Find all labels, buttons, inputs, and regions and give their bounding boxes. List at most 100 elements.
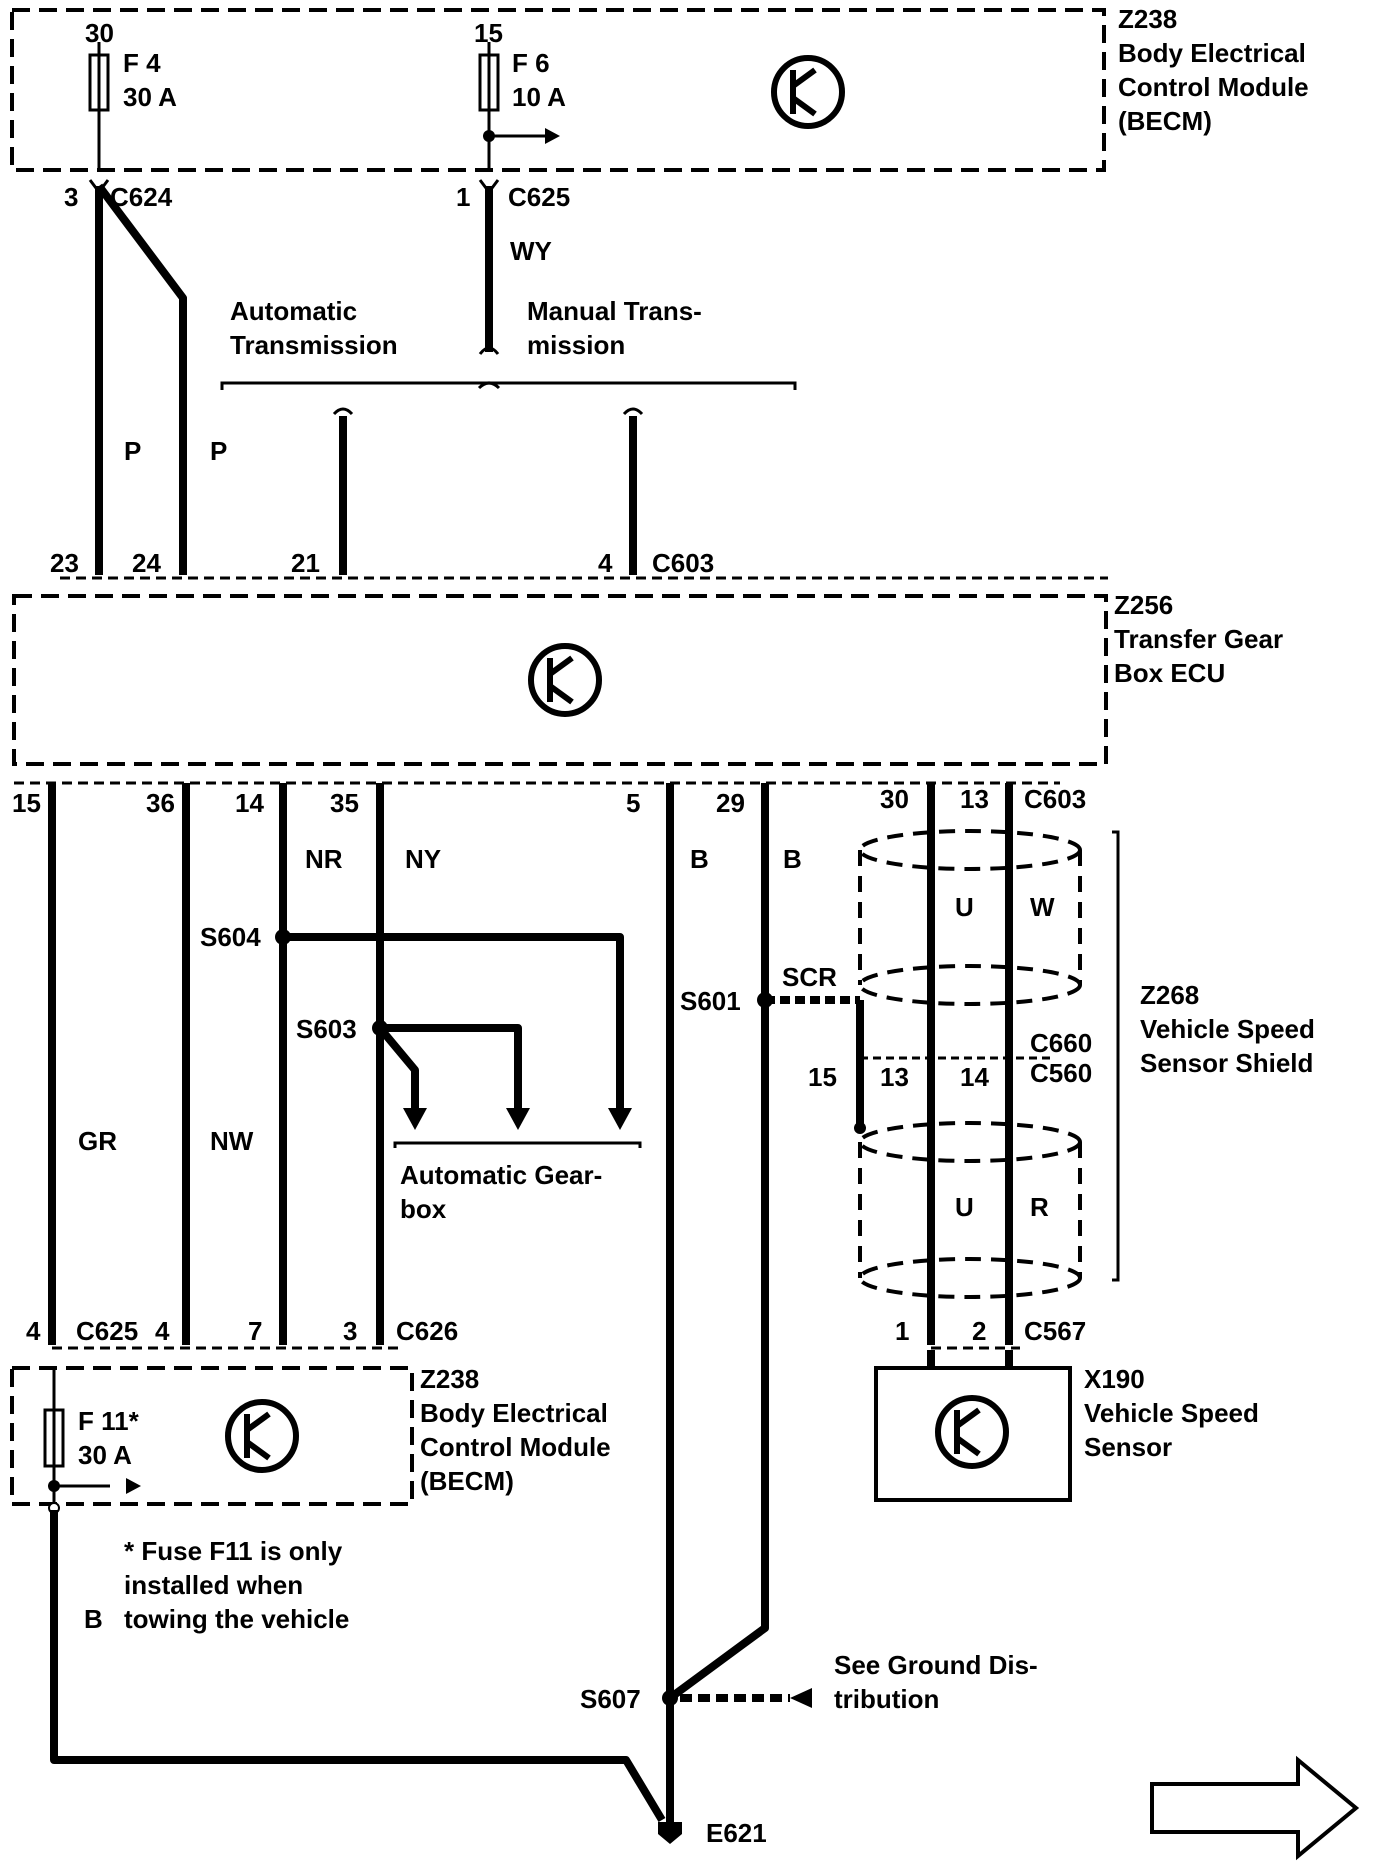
tgb-ecu-name-2: Box ECU xyxy=(1114,658,1225,688)
ecu-transistor-icon xyxy=(771,55,845,129)
splice-s603-label: S603 xyxy=(296,1014,357,1044)
pin-4-top: 4 xyxy=(598,548,613,578)
manual-label-1: Manual Trans- xyxy=(527,296,702,326)
footnote-line-3: towing the vehicle xyxy=(124,1604,349,1634)
shield-id: Z268 xyxy=(1140,980,1199,1010)
wire-s604-gearbox xyxy=(283,933,624,1115)
pin-14: 14 xyxy=(235,788,264,818)
next-page-arrow-icon[interactable] xyxy=(1150,1755,1360,1861)
vehicle-speed-sensor-shield xyxy=(854,829,1120,1299)
pin-30: 30 xyxy=(880,784,909,814)
pin-15: 15 xyxy=(12,788,41,818)
gearbox-bracket xyxy=(393,1141,642,1148)
sensor-transistor-icon xyxy=(935,1395,1009,1469)
vehicle-speed-sensor: X190 Vehicle Speed Sensor xyxy=(874,1364,1259,1502)
ground-icon xyxy=(658,1822,682,1844)
transfer-gearbox-ecu: Z256 Transfer Gear Box ECU xyxy=(12,590,1283,766)
ecu-transistor-icon xyxy=(528,643,602,717)
pin-4-nw: 4 xyxy=(155,1316,170,1346)
ground-section: B * Fuse F11 is only installed when towi… xyxy=(50,1510,1038,1848)
pin-1-c567: 1 xyxy=(895,1316,909,1346)
connector-c567-label: C567 xyxy=(1024,1316,1086,1346)
gearbox-label-1: Automatic Gear- xyxy=(400,1160,602,1190)
see-ground-label-2: tribution xyxy=(834,1684,939,1714)
connector-c625-label: C625 xyxy=(508,182,570,212)
wire-gr-label: GR xyxy=(78,1126,117,1156)
wire-nw-label: NW xyxy=(210,1126,254,1156)
gearbox-label-2: box xyxy=(400,1194,447,1224)
sensor-name-2: Sensor xyxy=(1084,1432,1172,1462)
pin-1: 1 xyxy=(456,182,470,212)
footnote-line-1: * Fuse F11 is only xyxy=(124,1536,343,1566)
connector-c626-label: C626 xyxy=(396,1316,458,1346)
top-module-name-1: Body Electrical xyxy=(1118,38,1306,68)
connector-c660-label: C660 xyxy=(1030,1028,1092,1058)
shield-pin-14: 14 xyxy=(960,1062,989,1092)
pin-24: 24 xyxy=(132,548,161,578)
wire-nr-label: NR xyxy=(305,844,343,874)
connector-c624-mark xyxy=(88,179,110,195)
top-module-name-2: Control Module xyxy=(1118,72,1309,102)
connector-c625-bottom-label: C625 xyxy=(76,1316,138,1346)
sensor-box xyxy=(874,1366,1072,1502)
tgb-ecu-id: Z256 xyxy=(1114,590,1173,620)
fuse-f6-supply: 15 xyxy=(474,18,503,48)
bottom-module-name-3: (BECM) xyxy=(420,1466,514,1496)
shield-name-2: Sensor Shield xyxy=(1140,1048,1313,1078)
fuse-f4-rating: 30 A xyxy=(123,82,177,112)
bottom-module-name-2: Control Module xyxy=(420,1432,611,1462)
bottom-module-name-1: Body Electrical xyxy=(420,1398,608,1428)
upper-wiring: 3 C624 1 C625 WY Automatic Transmission … xyxy=(50,179,1108,580)
pin-2-c567: 2 xyxy=(972,1316,986,1346)
connector-c603-bottom-label: C603 xyxy=(1024,784,1086,814)
wire-u-lower-label: U xyxy=(955,1192,974,1222)
top-module-name-3: (BECM) xyxy=(1118,106,1212,136)
fuse-f11-rating: 30 A xyxy=(78,1440,132,1470)
fuse-f4-supply: 30 xyxy=(85,18,114,48)
shield-pin-15: 15 xyxy=(808,1062,837,1092)
connector-c625-mark xyxy=(478,179,500,195)
wire-w-label: W xyxy=(1030,892,1055,922)
wire-b-label-1: B xyxy=(690,844,709,874)
arrow-down-icon xyxy=(506,1108,530,1130)
pin-5: 5 xyxy=(626,788,640,818)
sensor-id: X190 xyxy=(1084,1364,1145,1394)
wire-wy-label: WY xyxy=(510,236,552,266)
see-ground-label-1: See Ground Dis- xyxy=(834,1650,1038,1680)
arrow-down-icon xyxy=(608,1108,632,1130)
tgb-ecu-name-1: Transfer Gear xyxy=(1114,624,1283,654)
splice-s601-label: S601 xyxy=(680,986,741,1016)
connector-c603-top-label: C603 xyxy=(652,548,714,578)
wire-p-label-1: P xyxy=(124,436,141,466)
arrow-right-icon xyxy=(545,128,560,144)
wire-b-29 xyxy=(667,783,769,1702)
shield-name-1: Vehicle Speed xyxy=(1140,1014,1315,1044)
pin-21: 21 xyxy=(291,548,320,578)
pin-3: 3 xyxy=(64,182,78,212)
wire-ny-label: NY xyxy=(405,844,441,874)
wire-s603-gearbox-2 xyxy=(380,1024,522,1115)
wire-b-label-2: B xyxy=(783,844,802,874)
wire-wy-end-mark xyxy=(478,346,500,355)
connector-c624-label: C624 xyxy=(110,182,173,212)
pin-36: 36 xyxy=(146,788,175,818)
top-becm-outline xyxy=(10,8,1106,172)
arrow-left-icon xyxy=(790,1688,812,1708)
wire-p-24 xyxy=(95,183,187,575)
manual-label-2: mission xyxy=(527,330,625,360)
wire-b-ground-label: B xyxy=(84,1604,103,1634)
ecu-transistor-icon xyxy=(225,1399,299,1473)
shield-pin-13: 13 xyxy=(880,1062,909,1092)
footnote-line-2: installed when xyxy=(124,1570,303,1600)
bottom-module-id: Z238 xyxy=(420,1364,479,1394)
wire-b-ground xyxy=(50,1510,666,1823)
arrow-down-icon xyxy=(403,1108,427,1130)
pin-3-c626: 3 xyxy=(343,1316,357,1346)
splice-s607-label: S607 xyxy=(580,1684,641,1714)
automatic-label-1: Automatic xyxy=(230,296,357,326)
bottom-becm-outline xyxy=(10,1366,414,1506)
pin-7: 7 xyxy=(248,1316,262,1346)
wire-r-label: R xyxy=(1030,1192,1049,1222)
fuse-f4-name: F 4 xyxy=(123,48,161,78)
